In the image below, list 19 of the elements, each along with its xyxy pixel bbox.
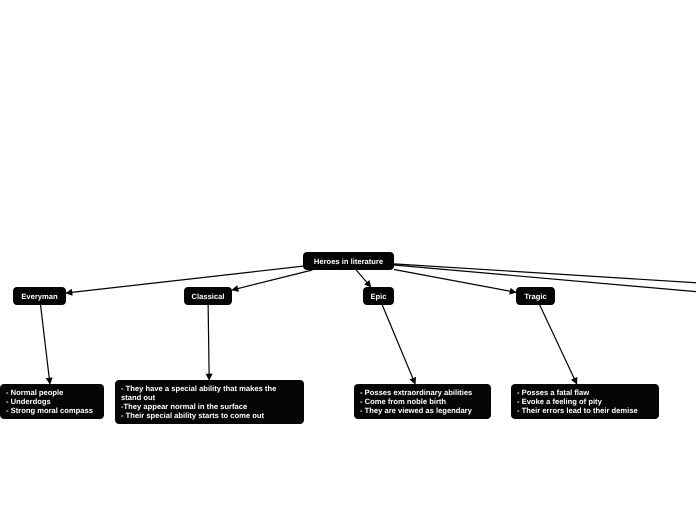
arrow (356, 270, 372, 288)
arrow (231, 269, 313, 292)
notes-box (511, 384, 659, 419)
topic-box (516, 287, 555, 305)
arrow (394, 268, 517, 295)
notes-box (115, 380, 304, 424)
topic-box (363, 287, 394, 305)
arrow (539, 304, 578, 385)
connector-line (394, 264, 696, 293)
arrow (40, 304, 53, 385)
arrow (65, 266, 304, 296)
topic-box (303, 252, 394, 270)
topic-box (13, 287, 66, 305)
notes-box (354, 384, 491, 419)
notes-box (0, 384, 104, 419)
connector-line (394, 263, 696, 284)
arrow (206, 304, 213, 381)
arrow (382, 304, 416, 385)
topic-box (184, 287, 232, 305)
